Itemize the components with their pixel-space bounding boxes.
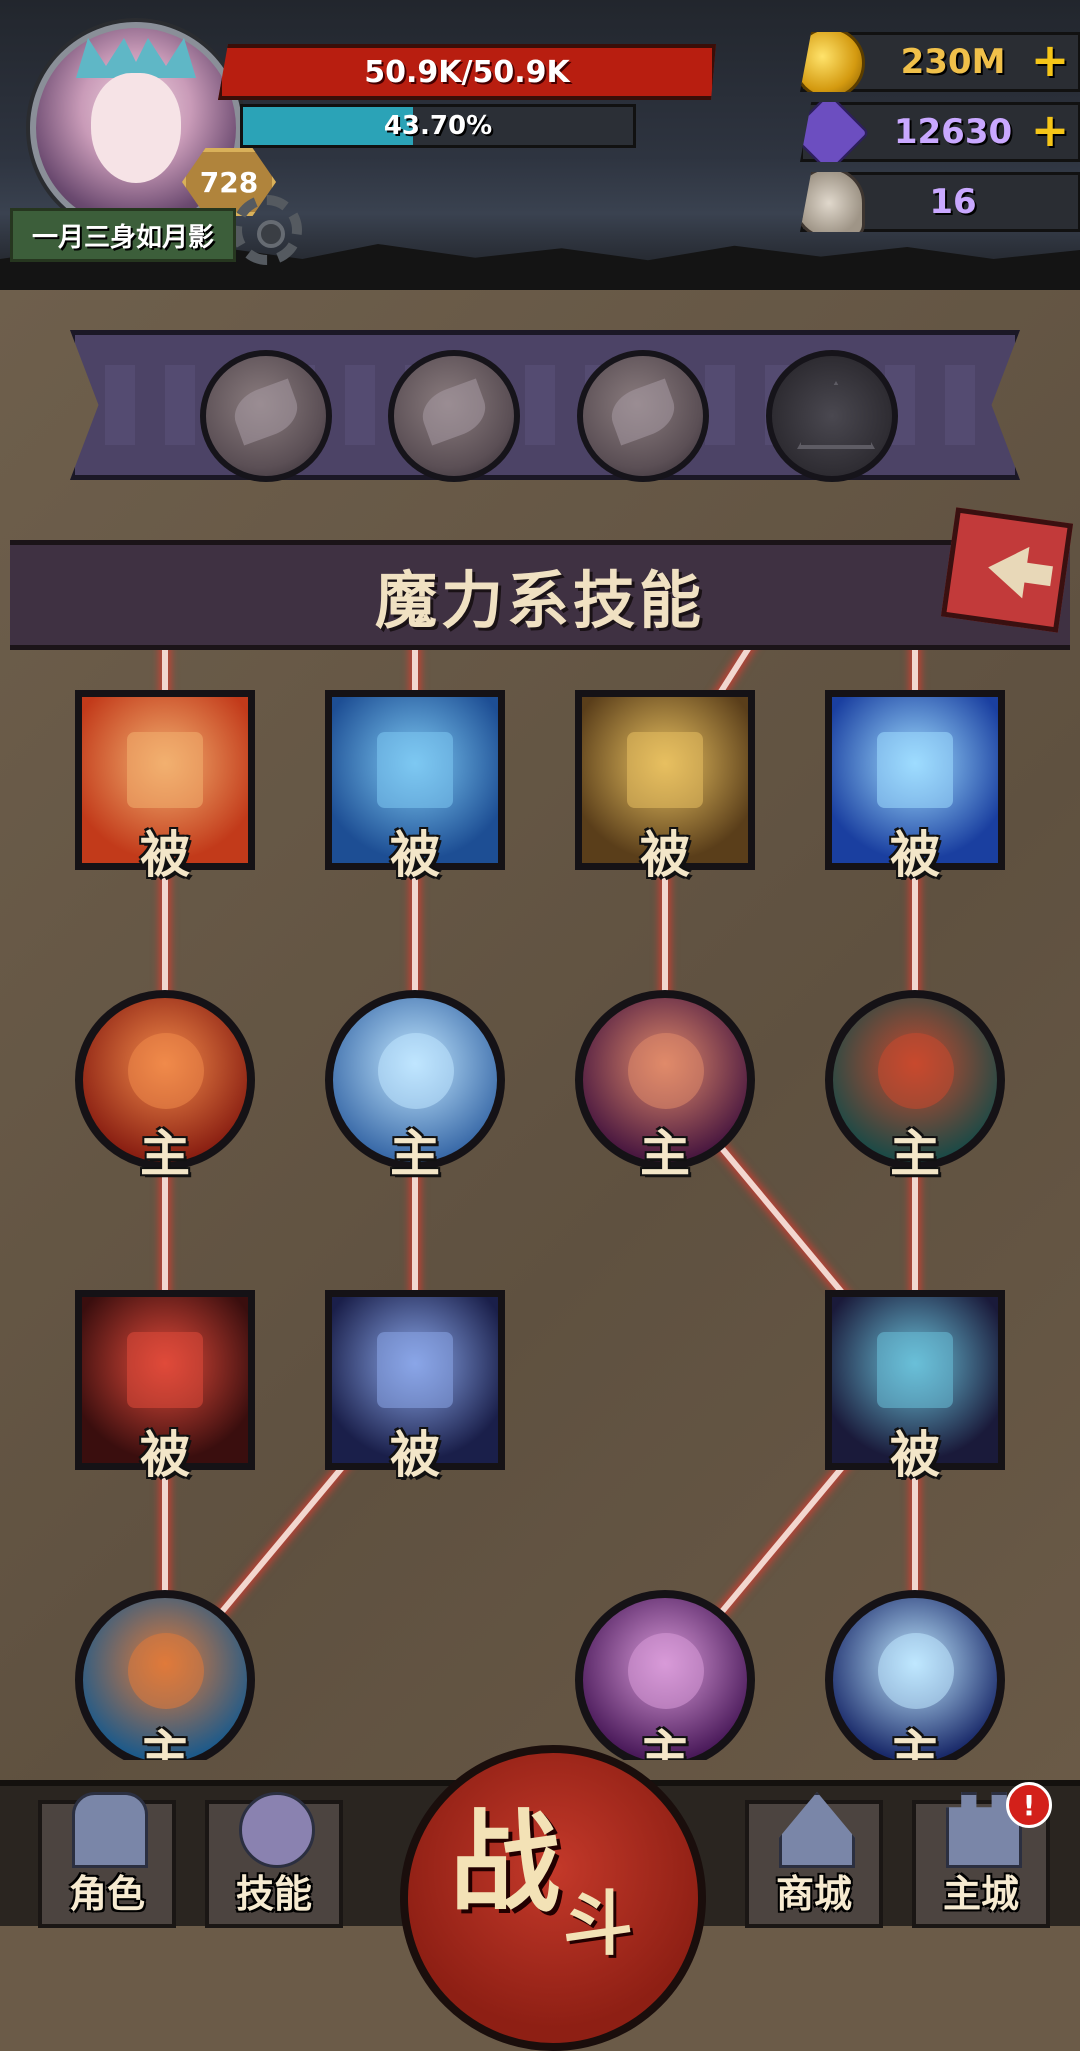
shop-roof-icon bbox=[779, 1792, 855, 1868]
avatar-crown-icon bbox=[76, 38, 196, 78]
fight-button[interactable]: 战 斗 bbox=[400, 1745, 706, 2051]
ram-skull-icon bbox=[800, 172, 865, 232]
frost-dragon-icon bbox=[377, 1332, 453, 1408]
gold-value: 230M bbox=[900, 42, 1006, 82]
skill-type-label: 主 bbox=[890, 1125, 940, 1183]
section-title-bar: 魔力系技能 bbox=[10, 540, 1070, 650]
meditation-icon bbox=[877, 1332, 953, 1408]
equip-slot-2[interactable] bbox=[388, 350, 520, 482]
horn-value: 16 bbox=[929, 182, 977, 222]
xp-text: 43.70% bbox=[383, 111, 493, 141]
add-gold-button[interactable]: + bbox=[1030, 33, 1070, 87]
skill-lightning-storm[interactable]: 被 bbox=[825, 690, 1005, 884]
back-arrow-icon bbox=[984, 541, 1030, 599]
horn-counter: 16 bbox=[800, 172, 1080, 232]
nav-skills-label: 技能 bbox=[235, 1872, 312, 1916]
arcane-sword-icon bbox=[628, 1633, 704, 1709]
equip-slot-locked-eye[interactable] bbox=[766, 350, 898, 482]
skill-type-label: 主 bbox=[640, 1125, 690, 1183]
gold-counter: 230M + bbox=[800, 32, 1080, 92]
lightning-storm-icon bbox=[877, 732, 953, 808]
skill-type-label: 主 bbox=[640, 1725, 690, 1760]
skill-arcane-sword[interactable]: 主 bbox=[575, 1590, 755, 1760]
skill-frost-dragon[interactable]: 被 bbox=[325, 1290, 505, 1484]
skill-ice-spikes[interactable]: 主 bbox=[325, 990, 505, 1183]
skill-type-label: 主 bbox=[890, 1725, 940, 1760]
rune-seal-icon bbox=[878, 1033, 954, 1109]
equip-slot-1[interactable] bbox=[200, 350, 332, 482]
skill-dark-tentacles[interactable]: 主 bbox=[575, 990, 755, 1183]
ice-crystal-icon bbox=[377, 732, 453, 808]
skill-flame-aura[interactable]: 被 bbox=[75, 690, 255, 884]
skill-type-label: 被 bbox=[890, 826, 940, 884]
skill-fire-tornado[interactable]: 主 bbox=[75, 990, 255, 1183]
skill-rune-seal[interactable]: 主 bbox=[825, 990, 1005, 1183]
dark-tentacles-icon bbox=[628, 1033, 704, 1109]
skill-type-label: 被 bbox=[140, 826, 190, 884]
level-value: 728 bbox=[199, 165, 259, 199]
xp-fill bbox=[243, 107, 414, 145]
xp-bar: 43.70% bbox=[240, 104, 636, 148]
settings-gear-icon[interactable] bbox=[232, 195, 302, 265]
nav-shop-label: 商城 bbox=[775, 1872, 852, 1916]
skill-golden-golem[interactable]: 被 bbox=[575, 690, 755, 884]
player-name: 一月三身如月影 bbox=[31, 222, 214, 253]
skill-tree: 被被被被主主主主被被被主主主 bbox=[0, 650, 1080, 1760]
nav-role-button[interactable]: 角色 bbox=[38, 1792, 176, 1928]
ice-spikes-icon bbox=[378, 1033, 454, 1109]
skill-type-label: 被 bbox=[390, 1426, 440, 1484]
nav-shop-button[interactable]: 商城 bbox=[745, 1792, 883, 1928]
gem-value: 12630 bbox=[893, 112, 1013, 152]
back-button[interactable] bbox=[940, 507, 1074, 633]
avatar-face bbox=[91, 73, 181, 183]
fire-tornado-icon bbox=[128, 1033, 204, 1109]
gold-coin-icon bbox=[800, 32, 865, 92]
nav-skills-button[interactable]: 技能 bbox=[205, 1792, 343, 1928]
chaos-vortex-icon bbox=[128, 1633, 204, 1709]
hp-bar: 50.9K/50.9K bbox=[218, 44, 716, 100]
hp-text: 50.9K/50.9K bbox=[364, 54, 570, 90]
skill-type-label: 被 bbox=[890, 1426, 940, 1484]
helmet-icon bbox=[72, 1792, 148, 1868]
equip-slot-3[interactable] bbox=[577, 350, 709, 482]
golden-golem-icon bbox=[627, 732, 703, 808]
add-gem-button[interactable]: + bbox=[1030, 103, 1070, 157]
gem-counter: 12630 + bbox=[800, 102, 1080, 162]
player-name-plate: 一月三身如月影 bbox=[10, 208, 236, 262]
skill-type-label: 被 bbox=[640, 826, 690, 884]
fight-label-big: 战 bbox=[450, 1799, 560, 1927]
skill-meditation[interactable]: 被 bbox=[825, 1290, 1005, 1484]
nav-city-label: 主城 bbox=[942, 1872, 1019, 1916]
skill-ice-crystal[interactable]: 被 bbox=[325, 690, 505, 884]
swirl-icon bbox=[239, 1792, 315, 1868]
section-title: 魔力系技能 bbox=[374, 564, 705, 637]
skill-type-label: 被 bbox=[390, 826, 440, 884]
flame-aura-icon bbox=[127, 732, 203, 808]
fight-label-small: 斗 bbox=[563, 1883, 633, 1965]
thunder-orb-icon bbox=[878, 1633, 954, 1709]
skill-type-label: 主 bbox=[140, 1125, 190, 1183]
skill-fire-dragon[interactable]: 被 bbox=[75, 1290, 255, 1484]
city-alert-badge: ! bbox=[1006, 1782, 1052, 1828]
skill-type-label: 被 bbox=[140, 1426, 190, 1484]
skill-chaos-vortex[interactable]: 主 bbox=[75, 1590, 255, 1760]
fire-dragon-icon bbox=[127, 1332, 203, 1408]
nav-role-label: 角色 bbox=[68, 1872, 145, 1916]
skill-type-label: 主 bbox=[390, 1125, 440, 1183]
skill-type-label: 主 bbox=[140, 1725, 190, 1760]
skill-thunder-orb[interactable]: 主 bbox=[825, 1590, 1005, 1760]
